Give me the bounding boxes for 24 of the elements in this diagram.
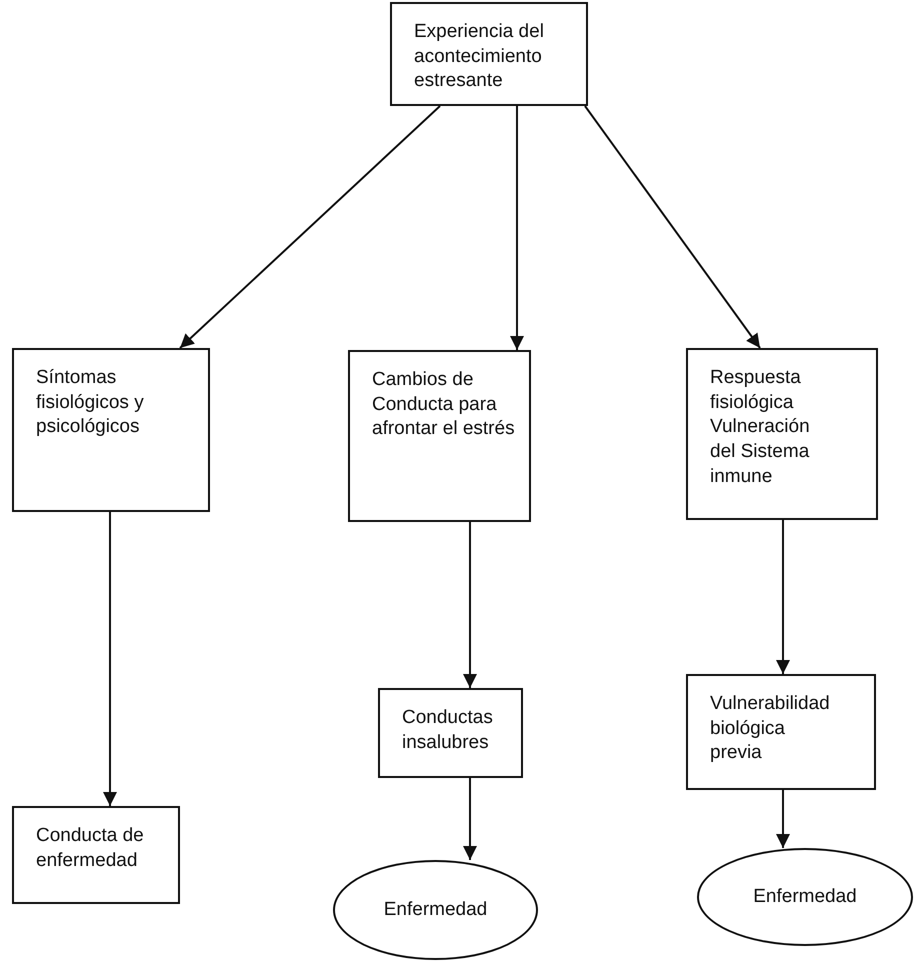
node-text: Enfermedad xyxy=(753,884,857,909)
node-text: Conducta de enfermedad xyxy=(36,824,145,873)
process-box xyxy=(378,688,523,778)
node-text: Cambios de Conducta para afrontar el estrés xyxy=(372,368,516,442)
arrow xyxy=(584,105,761,349)
arrow xyxy=(463,522,477,688)
node-text: Síntomas fisiológicos y psicológicos xyxy=(36,366,145,440)
node-text: Vulnerabilidad biológica previa xyxy=(710,692,830,766)
arrow xyxy=(776,520,790,674)
process-box xyxy=(348,350,531,522)
process-box xyxy=(12,806,180,904)
node-text: Respuesta fisiológica Vulneración del Sistema inmune xyxy=(710,366,811,489)
arrow xyxy=(776,790,790,848)
arrow xyxy=(179,105,441,349)
arrow xyxy=(510,106,524,350)
node-text: Experiencia del acontecimiento estresante xyxy=(414,20,545,94)
process-box xyxy=(686,674,876,790)
process-box xyxy=(12,348,210,512)
process-box xyxy=(390,2,588,106)
process-box xyxy=(686,348,878,520)
node-text: Enfermedad xyxy=(384,898,488,922)
arrow xyxy=(463,778,477,860)
arrow xyxy=(103,512,117,806)
node-text: Conductas insalubres xyxy=(402,706,494,755)
